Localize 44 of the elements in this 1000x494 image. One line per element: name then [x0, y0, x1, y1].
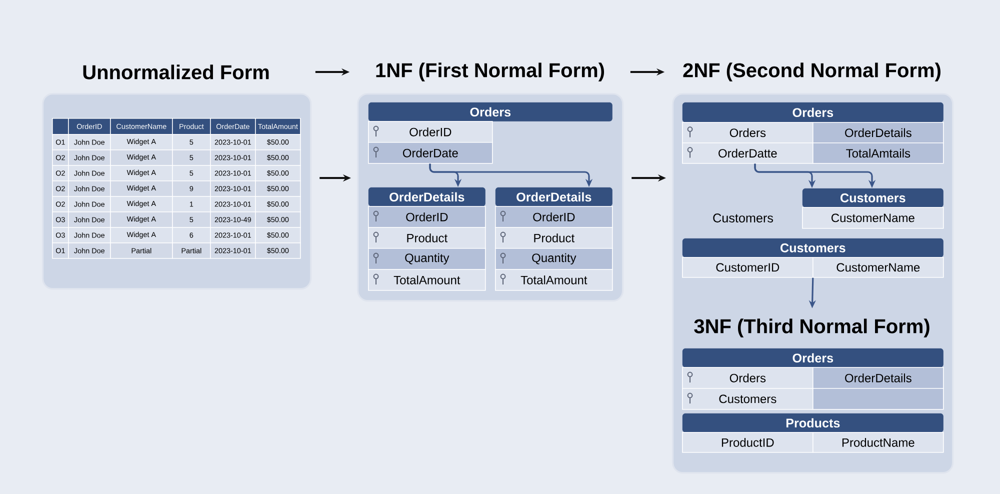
table-cell: OrderID [368, 206, 486, 228]
table-cell: Orders [682, 367, 814, 389]
table-cell: TotalAmtails [812, 142, 944, 164]
table-cell: TotalAmount [368, 269, 486, 291]
table-cell: CustomerID [682, 257, 814, 278]
data-table [802, 188, 944, 229]
table-cell: ProductName [812, 432, 944, 453]
section-title: 1NF (First Normal Form) [376, 62, 604, 82]
data-table [682, 348, 944, 410]
section-title: 3NF (Third Normal Form) [694, 318, 930, 338]
section-title: Unnormalized Form [83, 64, 269, 80]
table-header: Orders [682, 348, 944, 368]
data-table [368, 187, 486, 291]
table-cell: OrderDetails [812, 367, 944, 389]
data-table [495, 187, 613, 291]
table-cell: CustomerName [802, 207, 944, 229]
table-header: Products [682, 413, 944, 432]
table-cell: Product [495, 227, 613, 249]
table-cell: OrderID [495, 206, 613, 228]
table-cell: Quantity [495, 248, 613, 270]
table-cell: ProductID [682, 432, 814, 453]
table-cell: OrderDatte [682, 142, 814, 164]
text-label: Customers [713, 214, 773, 222]
table-header: OrderDetails [495, 187, 612, 206]
table-cell: OrderDate [368, 142, 493, 164]
data-table [682, 102, 944, 164]
table-header: Orders [682, 102, 944, 122]
data-table [682, 238, 944, 278]
table-cell: Product [368, 227, 486, 249]
data-table [368, 102, 612, 164]
table-cell: CustomerName [812, 257, 944, 278]
section-title: 2NF (Second Normal Form) [683, 62, 940, 82]
table-cell: Customers [682, 388, 814, 410]
data-table [682, 413, 944, 453]
table-cell: Quantity [368, 248, 486, 270]
table-cell: OrderID [368, 121, 493, 143]
table-header: Orders [368, 102, 612, 122]
table-cell: OrderDetails [812, 122, 944, 144]
table-cell: TotalAmount [495, 269, 613, 291]
table-header: OrderDetails [368, 187, 486, 206]
table-header: Customers [802, 188, 944, 208]
table-header: Customers [682, 238, 944, 258]
data-table [52, 118, 301, 259]
table-cell: Orders [682, 122, 814, 144]
